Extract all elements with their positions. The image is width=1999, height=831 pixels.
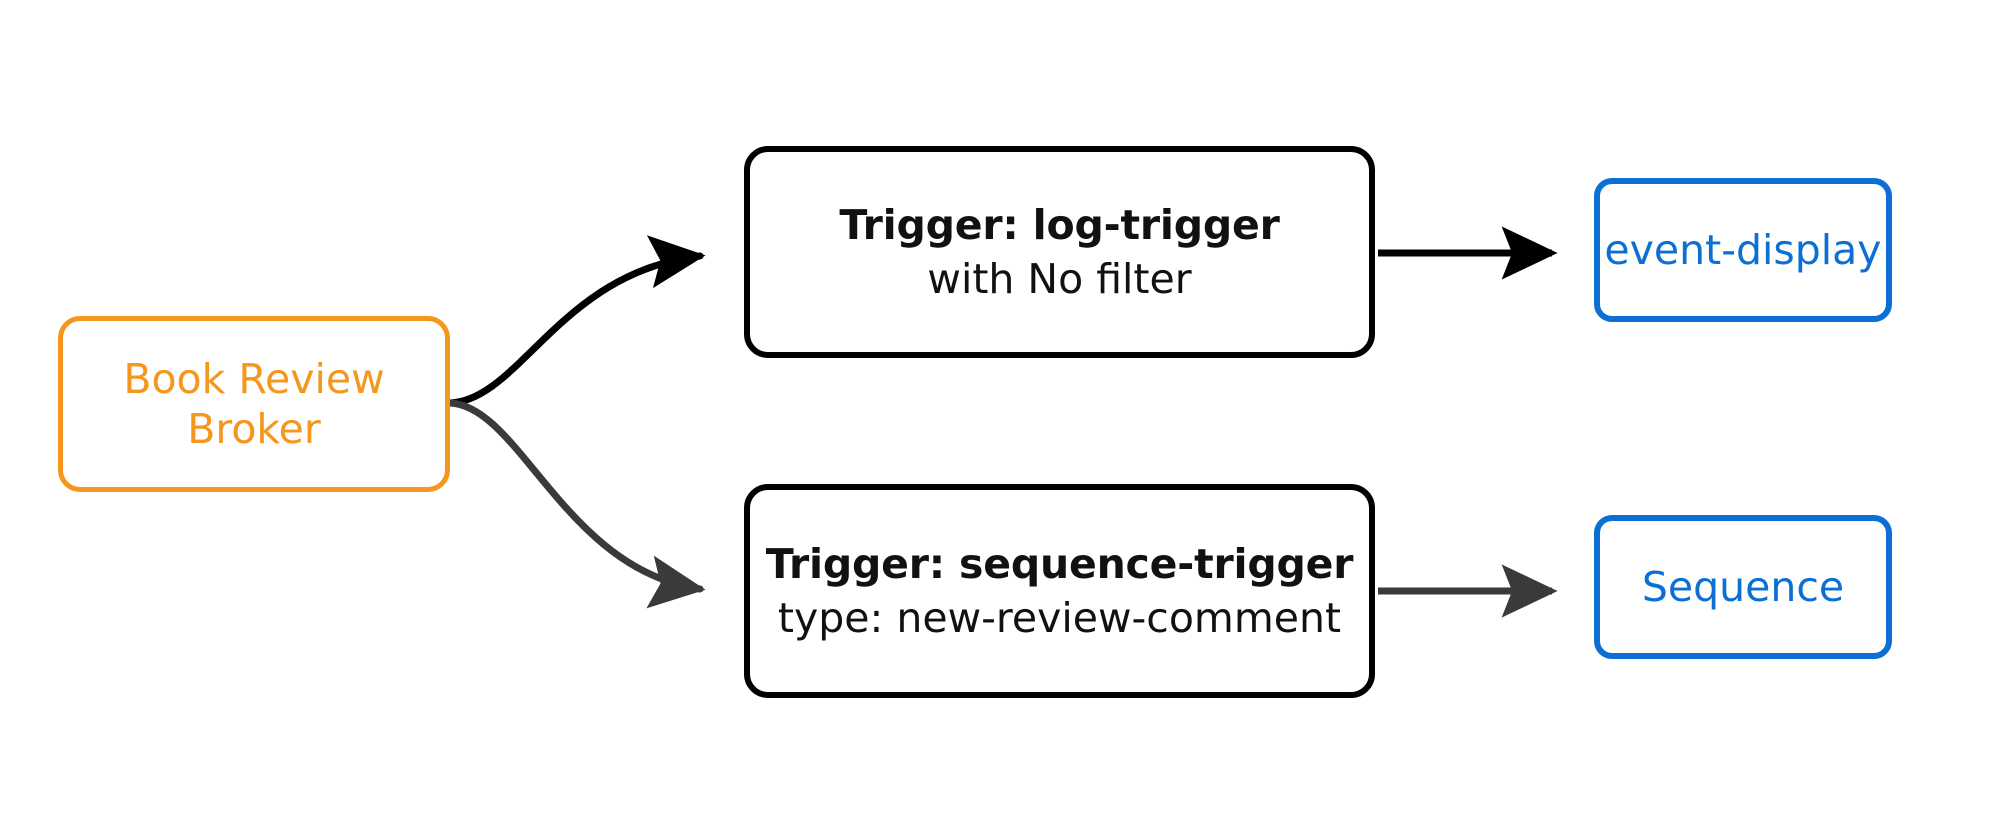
sink-label: Sequence (1641, 562, 1845, 611)
trigger-title: Trigger: sequence-trigger (765, 539, 1354, 588)
trigger-subtitle: with No filter (927, 255, 1192, 303)
node-trigger-log-trigger[interactable]: Trigger: log-trigger with No filter (744, 146, 1375, 358)
trigger-title: Trigger: log-trigger (839, 200, 1280, 249)
node-sink-event-display[interactable]: event-display (1594, 178, 1892, 322)
node-sink-sequence[interactable]: Sequence (1594, 515, 1892, 659)
node-trigger-sequence-trigger[interactable]: Trigger: sequence-trigger type: new-revi… (744, 484, 1375, 698)
edge-broker-to-sequence-trigger (446, 399, 706, 609)
node-book-review-broker[interactable]: Book Review Broker (58, 316, 450, 492)
broker-label-line2: Broker (187, 405, 321, 453)
edge-broker-to-log-trigger (446, 235, 706, 407)
trigger-subtitle: type: new-review-comment (777, 594, 1342, 642)
sink-label: event-display (1604, 225, 1882, 274)
broker-label-line1: Book Review (123, 354, 385, 403)
